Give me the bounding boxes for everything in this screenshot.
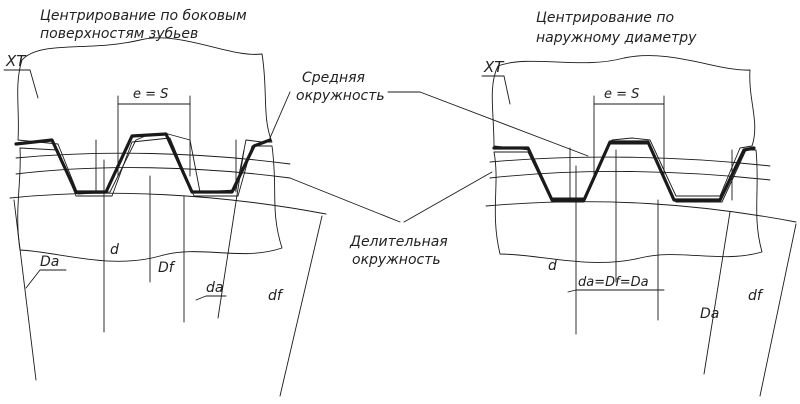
left-hub-section [17,37,273,195]
right-dim-df-line [759,223,797,397]
left-mean-circle [15,152,291,165]
left-pitch-label: e = S [133,87,168,102]
left-view: e = S Центрирование по боковым поверхнос… [3,8,327,397]
right-caption-line2: наружному диаметру [536,30,697,46]
right-root-circle [485,201,797,223]
pitch-circle-leader-left [289,177,401,223]
right-pitch-label: e = S [604,87,639,102]
right-tag-label: XT [483,58,505,76]
right-tag-leader [481,75,511,105]
left-dim-df-long-line [279,215,323,397]
right-dim-Da-label: Da [700,306,719,322]
left-dim-Da-label: Da [40,254,59,270]
right-hub-section [491,55,756,199]
left-dim-df-label: df [268,288,284,304]
left-dim-d-label: d [110,242,119,258]
middle-annotations: Средняя окружность Делительная окружност… [269,70,589,268]
mean-circle-leader-right [387,91,589,157]
right-dim-equal-label: da=Df=Da [578,275,649,290]
right-mean-circle [489,156,771,167]
pitch-circle-label-line1: Делительная [349,234,448,250]
right-view: e = S Центрирование по наружному диаметр… [481,10,797,397]
left-dim-da-line [217,149,245,319]
left-caption-line2: поверхностям зубьев [40,26,198,42]
right-shaft-section [493,143,763,263]
mean-circle-label-line1: Средняя [302,70,365,86]
left-dim-da-label: da [206,280,223,296]
left-caption-line1: Центрирование по боковым [40,8,247,24]
left-tooth-profile [14,132,272,194]
right-eq-leader [567,289,665,293]
mean-circle-label-line2: окружность [296,88,385,104]
right-dim-Da-line [703,211,731,375]
pitch-circle-label-line2: окружность [352,252,441,268]
left-pitch-circle [15,167,291,179]
right-pitch-circle [489,170,771,181]
left-tag-label: XT [5,52,27,70]
left-da-leader [195,295,227,301]
right-dim-d-label: d [548,258,557,274]
left-dim-Da-line [13,199,37,381]
pitch-circle-leader-right [403,171,493,223]
left-Da-leader [25,269,67,289]
left-dim-Df-label: Df [158,260,176,276]
left-tag-leader [3,69,39,99]
right-caption-line1: Центрирование по [536,10,674,26]
mean-circle-leader-left [269,91,291,139]
left-root-circle [9,192,327,215]
right-dim-df-label: df [748,288,764,304]
